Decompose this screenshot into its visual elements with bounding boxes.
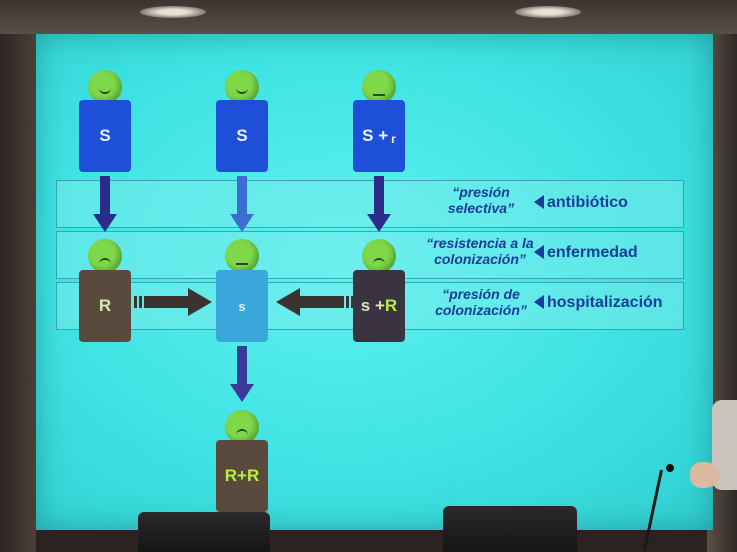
ceiling-light-left — [140, 6, 206, 18]
arrow-left-right-to-middle — [276, 288, 354, 316]
person-head-top-right — [362, 70, 396, 104]
person-body-mid-right: s + R — [353, 270, 405, 342]
person-body-top-right: S + r — [353, 100, 405, 172]
person-head-mid-right — [362, 239, 396, 273]
person-body-top-left: S — [79, 100, 131, 172]
chair-right — [443, 506, 577, 552]
ceiling — [0, 0, 737, 34]
person-body-bottom: R+R — [216, 440, 268, 512]
ceiling-light-right — [515, 6, 581, 18]
arrow-down-middle — [230, 176, 254, 236]
projection-screen: S S S + r R s s + R — [36, 34, 713, 530]
arrow-down-to-bottom — [230, 346, 254, 406]
label-selective-pressure: “presión selectiva” — [447, 184, 515, 216]
person-head-mid-left — [88, 239, 122, 273]
label-colonization-resistance: “resistencia a la colonización” — [426, 235, 534, 267]
pointer-icon — [534, 245, 544, 259]
presenter-hand — [690, 462, 720, 488]
person-body-top-middle: S — [216, 100, 268, 172]
person-head-mid-middle — [225, 239, 259, 273]
person-head-top-left — [88, 70, 122, 104]
arrow-down-right — [367, 176, 391, 236]
label-colonization-pressure: “presión de colonización” — [435, 286, 527, 318]
cause-antibiotic: antibiótico — [534, 194, 628, 212]
microphone-icon — [666, 464, 674, 472]
chair-left — [138, 512, 270, 552]
arrow-right-left-to-middle — [134, 288, 212, 316]
pointer-icon — [534, 295, 544, 309]
person-body-mid-middle: s — [216, 270, 268, 342]
wall-left — [0, 34, 36, 552]
cause-disease: enfermedad — [534, 244, 638, 262]
person-body-mid-left: R — [79, 270, 131, 342]
cause-hospitalization: hospitalización — [534, 294, 663, 312]
person-head-top-middle — [225, 70, 259, 104]
pointer-icon — [534, 195, 544, 209]
arrow-down-left — [93, 176, 117, 236]
person-head-bottom — [225, 410, 259, 444]
